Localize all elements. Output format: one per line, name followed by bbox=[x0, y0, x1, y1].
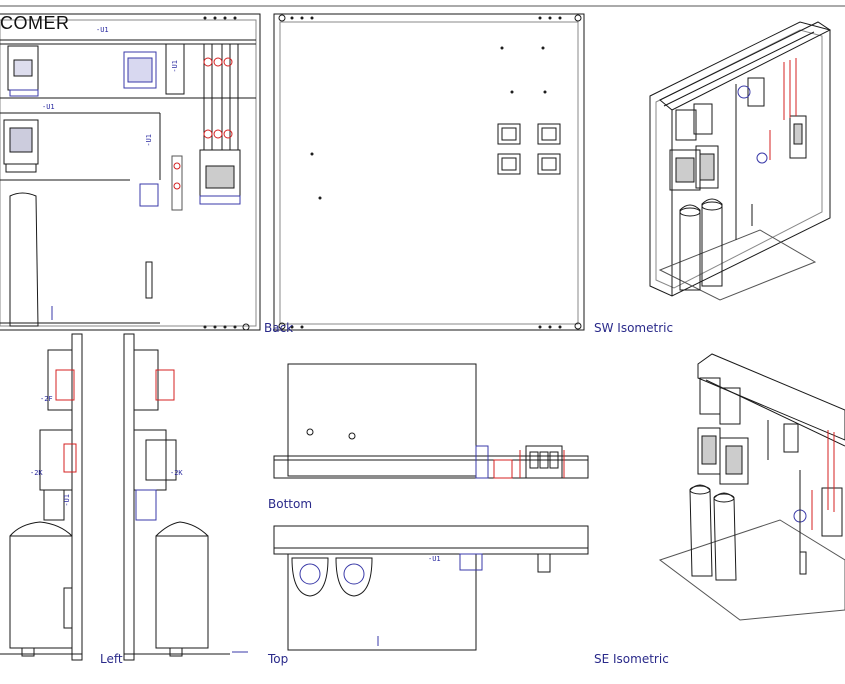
tag-top-u1: -U1 bbox=[428, 555, 441, 563]
view-label-se-isometric: SE Isometric bbox=[594, 652, 669, 666]
tag-left-2k: -2K bbox=[30, 469, 43, 477]
view-label-bottom: Bottom bbox=[268, 497, 313, 511]
se-isometric-view bbox=[658, 353, 845, 621]
tag-front-u1-vert-a: -U1 bbox=[171, 60, 179, 73]
view-label-back: Back bbox=[264, 321, 294, 335]
tag-left-2f: -2F bbox=[40, 395, 53, 403]
view-label-sw-isometric: SW Isometric bbox=[594, 321, 674, 335]
bottom-view bbox=[273, 363, 589, 479]
tag-front-u1-vert-b: -U1 bbox=[145, 134, 153, 147]
back-view bbox=[273, 13, 585, 331]
tag-left-u1: -U1 bbox=[63, 494, 71, 507]
tag-left-2k-right: -2K bbox=[170, 469, 183, 477]
tag-front-u1-top: -U1 bbox=[96, 26, 109, 34]
front-view bbox=[0, 13, 261, 331]
view-label-left: Left bbox=[100, 652, 123, 666]
view-label-top: Top bbox=[268, 652, 289, 666]
top-view bbox=[273, 525, 589, 651]
drawing-title: COMER bbox=[0, 13, 70, 33]
tag-front-u1-mid: -U1 bbox=[42, 103, 55, 111]
sw-isometric-view bbox=[649, 21, 831, 301]
left-view bbox=[0, 333, 248, 661]
